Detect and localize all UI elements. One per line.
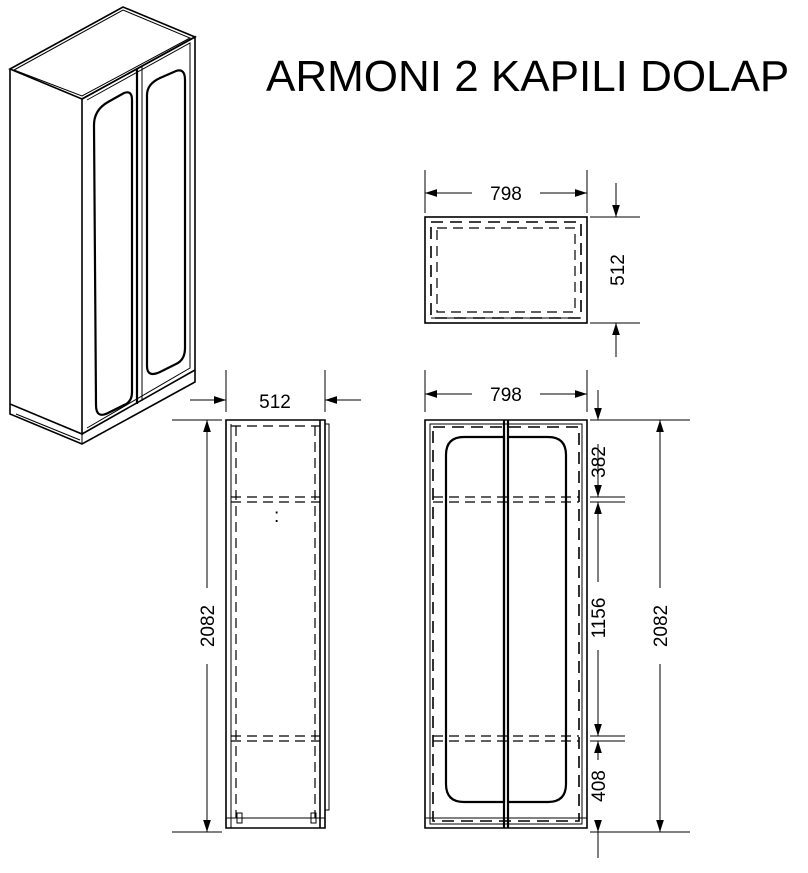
top-view-outline bbox=[424, 216, 588, 324]
top-width-label: 798 bbox=[490, 184, 522, 205]
svg-text::: : bbox=[274, 506, 279, 527]
front-right-door-window bbox=[508, 435, 568, 804]
side-view-outline bbox=[225, 419, 326, 829]
front-segment-top-label: 382 bbox=[589, 446, 610, 478]
side-depth-label: 512 bbox=[259, 392, 291, 413]
front-segment-middle-label: 1156 bbox=[589, 598, 610, 639]
isometric-view bbox=[8, 6, 197, 445]
front-height-label: 2082 bbox=[651, 605, 672, 647]
front-left-door-window bbox=[444, 435, 506, 804]
top-view: 798 512 bbox=[424, 170, 640, 357]
side-view: : 512 2082 bbox=[172, 370, 361, 833]
side-height-label: 2082 bbox=[198, 605, 219, 647]
top-depth-label: 512 bbox=[608, 254, 629, 286]
front-width-label: 798 bbox=[490, 385, 522, 406]
iso-right-door-window bbox=[145, 69, 187, 376]
iso-side-face bbox=[9, 69, 83, 436]
front-segment-bottom-label: 408 bbox=[589, 770, 610, 802]
front-view-outline bbox=[424, 419, 588, 829]
iso-front-face bbox=[81, 35, 196, 435]
drawing-title: ARMONI 2 KAPILI DOLAP bbox=[266, 52, 790, 101]
iso-left-door-window bbox=[92, 91, 134, 416]
front-view: 798 382 1156 408 2082 bbox=[424, 370, 690, 858]
